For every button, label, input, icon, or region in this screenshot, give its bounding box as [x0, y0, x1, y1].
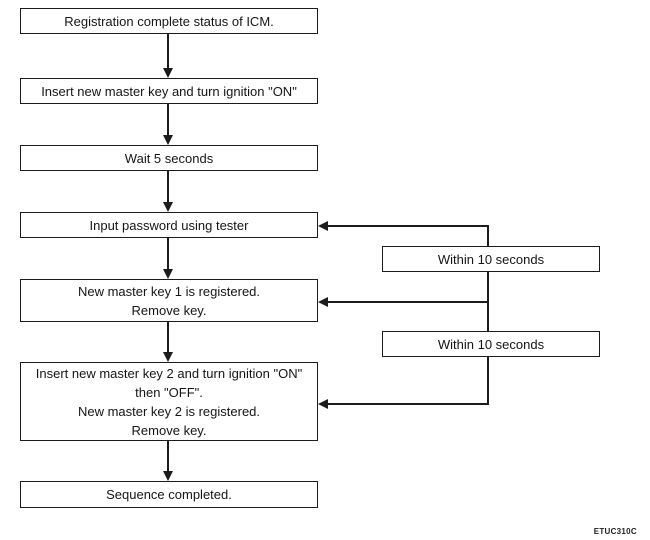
arrow-down-icon: [163, 352, 173, 362]
connector-line-step5-step6: [167, 322, 169, 352]
timing-label-text: Within 10 seconds: [437, 251, 545, 267]
flow-step-text: Registration complete status of ICM.: [64, 13, 274, 29]
flow-step-sequence-completed: Sequence completed.: [20, 481, 318, 508]
timing-branch-to-key1-registered: [326, 301, 489, 303]
connector-line-step3-step4: [167, 171, 169, 202]
flow-step-registration-status: Registration complete status of ICM.: [20, 8, 318, 34]
flow-step-insert-key2: Insert new master key 2 and turn ignitio…: [20, 362, 318, 441]
connector-line-step2-step3: [167, 104, 169, 136]
arrow-down-icon: [163, 68, 173, 78]
arrow-left-icon: [318, 399, 328, 409]
timing-branch-to-input-password: [326, 225, 489, 227]
connector-line-step6-step7: [167, 441, 169, 471]
flow-step-text: Remove key.: [131, 422, 207, 438]
arrow-down-icon: [163, 471, 173, 481]
flow-step-text: New master key 2 is registered.: [77, 403, 261, 419]
flow-step-wait-5-seconds: Wait 5 seconds: [20, 145, 318, 171]
timing-label-text: Within 10 seconds: [437, 336, 545, 352]
flow-step-text: Input password using tester: [89, 217, 249, 233]
arrow-down-icon: [163, 135, 173, 145]
timing-branch-to-insert-key2: [326, 403, 489, 405]
arrow-left-icon: [318, 221, 328, 231]
connector-line-step4-step5: [167, 238, 169, 269]
arrow-left-icon: [318, 297, 328, 307]
timing-connector-trunk: [487, 225, 489, 405]
flow-step-insert-key-ignition-on: Insert new master key and turn ignition …: [20, 78, 318, 104]
flow-step-text: New master key 1 is registered.: [77, 283, 261, 299]
connector-line-step1-step2: [167, 34, 169, 69]
flow-step-text: Remove key.: [131, 302, 207, 318]
flow-step-text: Wait 5 seconds: [124, 150, 214, 166]
flow-step-key1-registered: New master key 1 is registered. Remove k…: [20, 279, 318, 322]
flow-step-text: Sequence completed.: [106, 487, 232, 502]
flow-step-text: Insert new master key and turn ignition …: [41, 83, 297, 99]
flow-step-text: Insert new master key 2 and turn ignitio…: [35, 365, 303, 381]
timing-label-within-10-seconds-2: Within 10 seconds: [382, 331, 600, 357]
flow-step-input-password: Input password using tester: [20, 212, 318, 238]
arrow-down-icon: [163, 202, 173, 212]
arrow-down-icon: [163, 269, 173, 279]
figure-reference-code: ETUC310C: [593, 527, 637, 536]
timing-label-within-10-seconds-1: Within 10 seconds: [382, 246, 600, 272]
flow-step-text: then "OFF".: [135, 384, 203, 400]
